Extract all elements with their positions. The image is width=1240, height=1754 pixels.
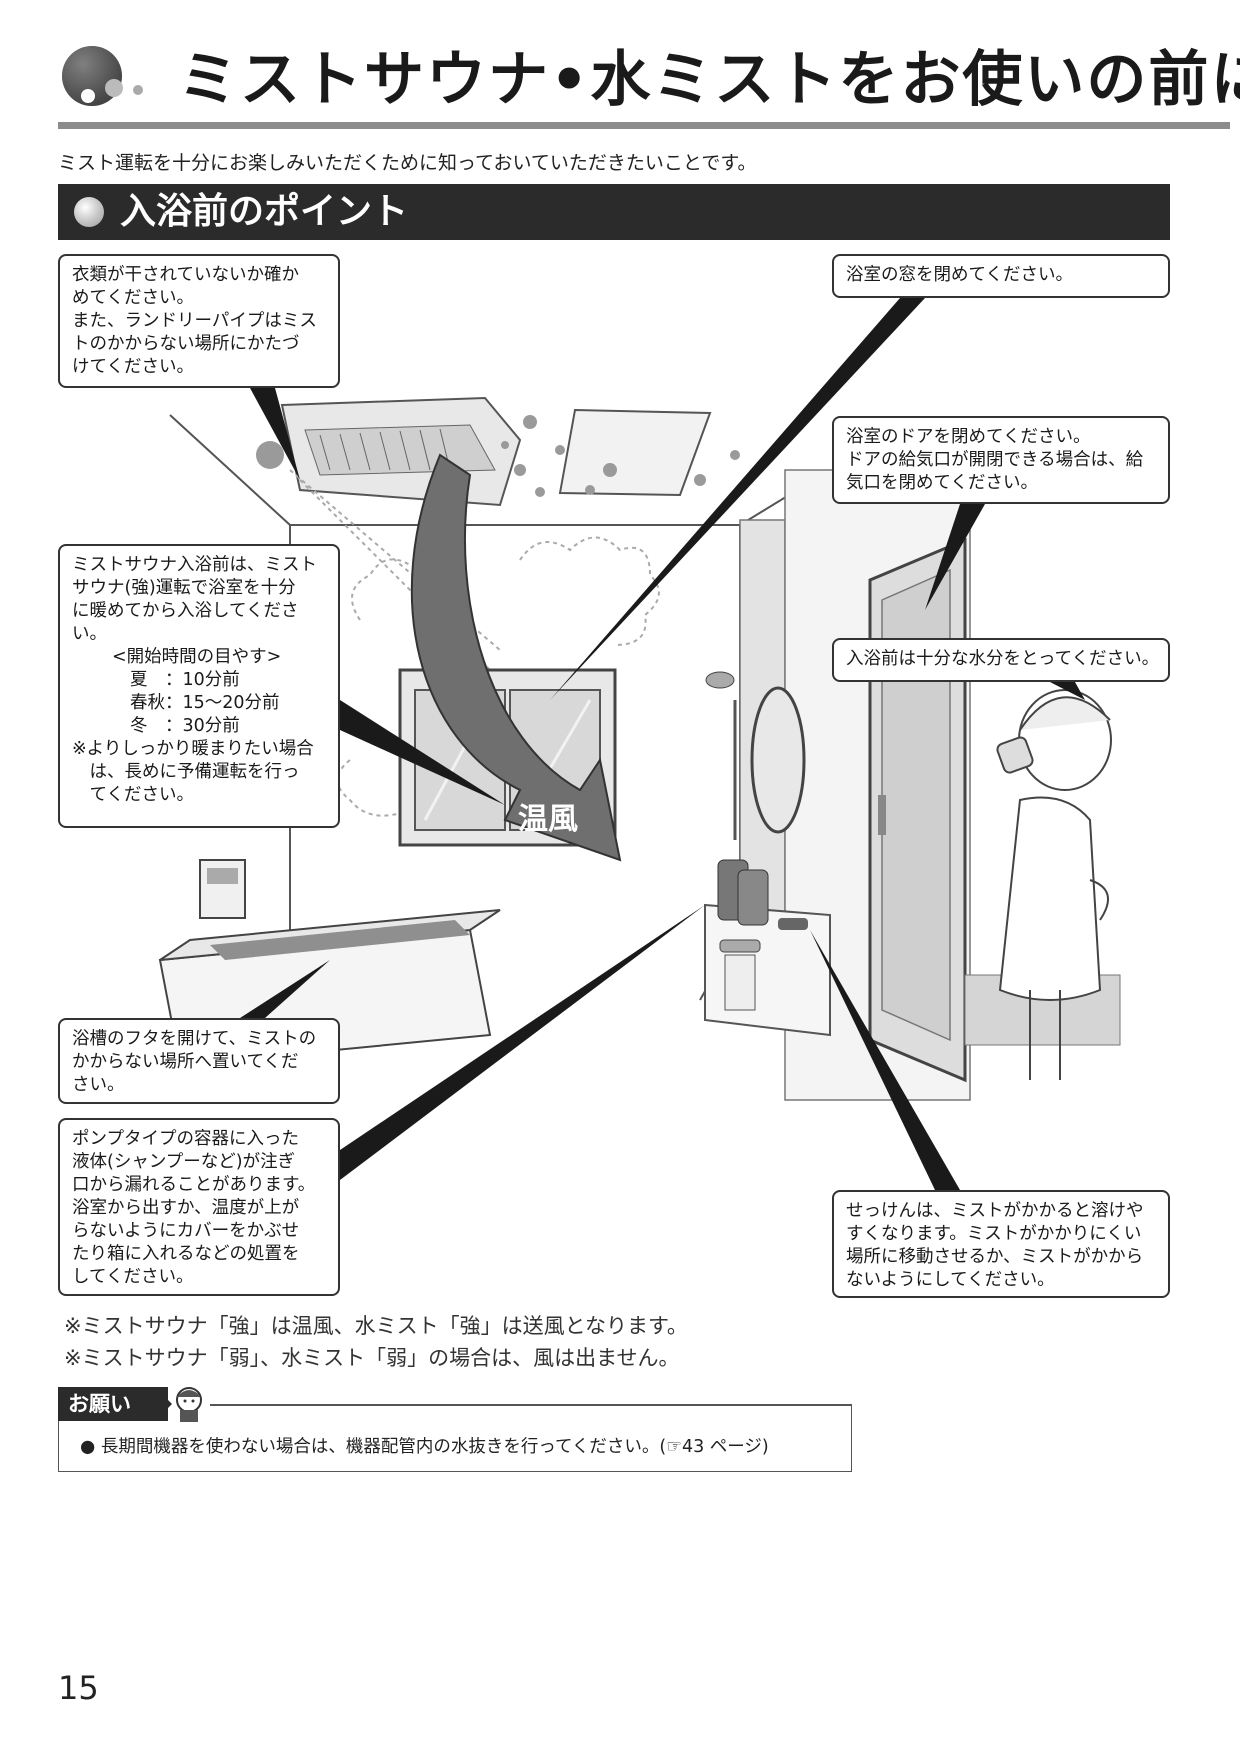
- request-divider: [210, 1404, 852, 1406]
- warm-air-label: 温風: [518, 802, 578, 837]
- callout-laundry: 衣類が干されていないか確か めてください。 また、ランドリーパイプはミス トのか…: [58, 254, 340, 388]
- title-bullet-icon: [62, 46, 143, 106]
- request-text: ● 長期間機器を使わない場合は、機器配管内の水抜きを行ってください。(☞43 ペ…: [80, 1437, 769, 1457]
- callout-hydration: 入浴前は十分な水分をとってください。: [832, 638, 1170, 682]
- section-title: 入浴前のポイント: [120, 191, 409, 232]
- schedule-summer: 夏 ：10分前: [130, 670, 240, 690]
- request-badge-arrow: [160, 1392, 172, 1416]
- page-number: 15: [58, 1669, 99, 1707]
- request-box: [58, 1404, 852, 1472]
- warm-air-arrow: [410, 453, 622, 862]
- section-header-bar: [58, 184, 1170, 240]
- sauna-intro: ミストサウナ入浴前は、ミスト サウナ(強)運転で浴室を十分 に暖めてから入浴して…: [72, 555, 317, 644]
- callout-soap: せっけんは、ミストがかかると溶けや すくなります。ミストがかかりにくい 場所に移…: [832, 1190, 1170, 1298]
- request-badge: お願い: [58, 1387, 168, 1421]
- callout-close-window: 浴室の窓を閉めてください。: [832, 254, 1170, 298]
- title-divider: [58, 122, 1230, 129]
- schedule-title: <開始時間の目やす>: [112, 647, 282, 667]
- sauna-note: ※よりしっかり暖まりたい場合 は、長めに予備運転を行っ てください。: [72, 739, 314, 805]
- callout-bathtub-lid: 浴槽のフタを開けて、ミストの かからない場所へ置いてくだ さい。: [58, 1018, 340, 1104]
- note-weak-mode: ※ミストサウナ「弱」、水ミスト「弱」の場合は、風は出ません。: [64, 1346, 680, 1370]
- schedule-spring-autumn: 春秋：15〜20分前: [130, 693, 280, 713]
- person-illustration: [996, 689, 1112, 1080]
- note-strong-mode: ※ミストサウナ「強」は温風、水ミスト「強」は送風となります。: [64, 1314, 688, 1338]
- door-illustration: [868, 537, 967, 1083]
- schedule-winter: 冬 ：30分前: [130, 716, 240, 736]
- page-title: ミストサウナ•水ミストをお使いの前に: [178, 45, 1240, 115]
- callout-sauna-preheat: ミストサウナ入浴前は、ミスト サウナ(強)運転で浴室を十分 に暖めてから入浴して…: [58, 544, 340, 828]
- section-bullet-icon: [74, 197, 104, 227]
- intro-text: ミスト運転を十分にお楽しみいただくために知っておいていただきたいことです。: [58, 152, 757, 174]
- callout-pump-containers: ポンプタイプの容器に入った 液体(シャンプーなど)が注ぎ 口から漏れることがあり…: [58, 1118, 340, 1296]
- callout-close-door: 浴室のドアを閉めてください。 ドアの給気口が開閉できる場合は、給 気口を閉めてく…: [832, 416, 1170, 504]
- worker-mascot-icon: [176, 1387, 202, 1422]
